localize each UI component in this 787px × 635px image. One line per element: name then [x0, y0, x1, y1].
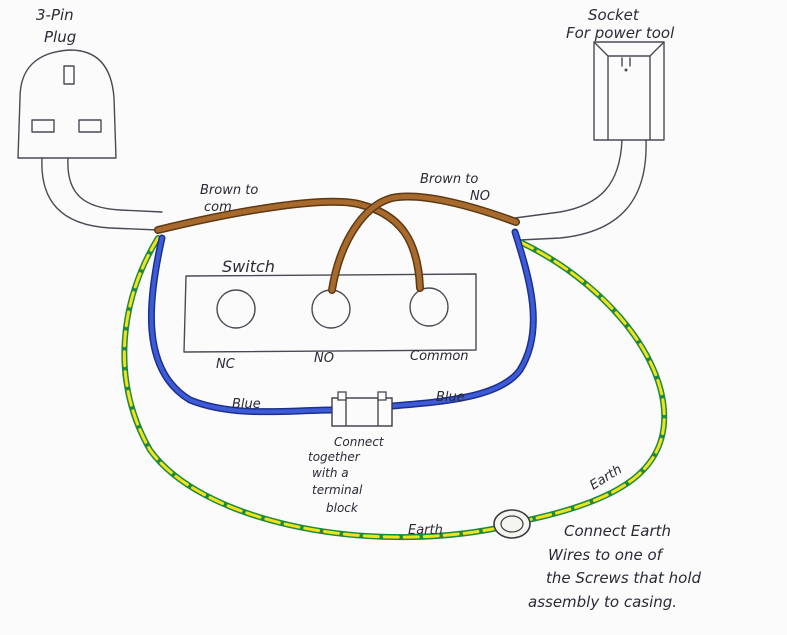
plug-title-line2: Plug: [44, 28, 76, 46]
brown-to-no-label-line1: Brown to: [420, 172, 478, 187]
terminal-block-note-line: block: [326, 501, 359, 515]
socket-title-line1: Socket: [588, 6, 640, 24]
live-wire: [154, 192, 520, 294]
earth-note: Connect Earth Wires to one of the Screws…: [528, 522, 701, 611]
earth-bottom-label: Earth: [408, 523, 443, 538]
plug-title-line1: 3-Pin: [36, 6, 74, 24]
plug-earth-pin: [63, 65, 75, 85]
blue-right-label: Blue: [436, 390, 465, 405]
terminal-block-note-line: terminal: [312, 483, 363, 497]
socket-title-line2: For power tool: [566, 24, 675, 42]
common-terminal-circle: [409, 287, 449, 327]
socket-cable: [514, 139, 647, 241]
terminal-block-note-line: together: [308, 450, 361, 464]
earth-note-line: Connect Earth: [564, 522, 671, 540]
brown-to-no-label-line2: NO: [470, 189, 490, 204]
earth-note-line: Wires to one of: [548, 546, 665, 564]
terminal-block-note-line: with a: [312, 466, 349, 480]
switch-title: Switch: [222, 257, 275, 276]
earth-note-line: the Screws that hold: [546, 569, 701, 587]
plug-cable: [41, 157, 163, 231]
earth-screw: [493, 509, 531, 539]
terminal-block-note-line: Connect: [334, 435, 385, 449]
power-tool-socket: [593, 41, 665, 141]
earth-wire: [121, 235, 668, 541]
common-terminal-label: Common: [410, 349, 469, 364]
terminal-block-note: Connect together with a terminal block: [308, 435, 385, 515]
no-terminal-circle: [311, 289, 351, 329]
plug-live-pin: [78, 119, 102, 133]
plug-neutral-pin: [31, 119, 55, 133]
earth-note-line: assembly to casing.: [528, 593, 677, 611]
three-pin-plug: [17, 49, 117, 159]
no-terminal-label: NO: [314, 351, 334, 366]
nc-terminal-circle: [216, 289, 256, 329]
brown-to-com-label-line1: Brown to: [200, 183, 258, 198]
nc-terminal-label: NC: [216, 357, 236, 372]
brown-to-com-label-line2: com: [204, 200, 232, 215]
neutral-wire: [147, 228, 537, 416]
blue-left-label: Blue: [232, 397, 261, 412]
terminal-block: [331, 391, 393, 427]
